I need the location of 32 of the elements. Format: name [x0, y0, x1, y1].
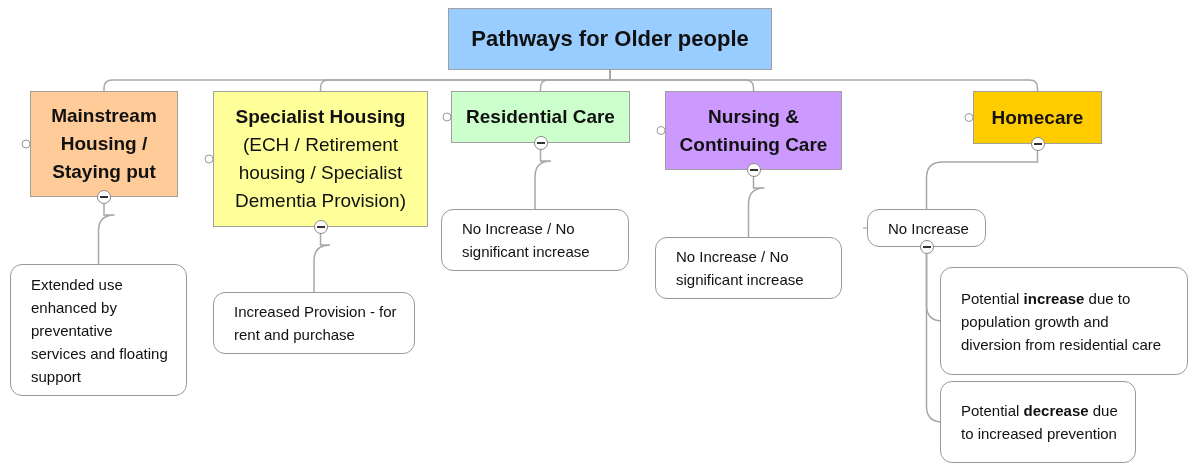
note-text: Potential decrease due to increased prevention [961, 401, 1119, 444]
category-box [213, 91, 428, 227]
title-box [448, 8, 772, 70]
note-box [655, 237, 842, 299]
category-box [30, 91, 178, 197]
category-box [665, 91, 842, 170]
connector-line [534, 149, 552, 210]
category-detail: (ECH / Retirement housing / Specialist Dementia Provision) [233, 133, 408, 213]
note-box [940, 381, 1136, 463]
category-box [973, 91, 1102, 144]
note-text: No Increase / No significant increase [462, 219, 591, 262]
category-title: Homecare [991, 105, 1084, 130]
note-box [213, 292, 415, 354]
connector-line [313, 233, 331, 293]
note-box [940, 267, 1188, 375]
category-box [451, 91, 630, 143]
title-text: Pathways for Older people [471, 25, 749, 53]
note-text: No Increase [888, 218, 969, 239]
connector-line [97, 203, 116, 265]
note-text: Extended use enhanced by preventative services and floating support [31, 274, 169, 387]
connector-line [747, 176, 766, 238]
note-text: No Increase / No significant increase [676, 247, 805, 290]
note-text: Increased Provision - for rent and purchase [234, 302, 398, 345]
category-title: Residential Care [466, 105, 615, 129]
note-text: Potential increase due to population growth and diversion from residential care [961, 288, 1163, 355]
category-title: Mainstream Housing / Staying put [50, 104, 158, 184]
note-box [10, 264, 187, 396]
category-title: Nursing & Continuing Care [678, 104, 829, 157]
note-box [867, 209, 986, 247]
connector-line [925, 150, 1039, 210]
category-title: Specialist Housing [235, 105, 406, 129]
note-box [441, 209, 629, 271]
